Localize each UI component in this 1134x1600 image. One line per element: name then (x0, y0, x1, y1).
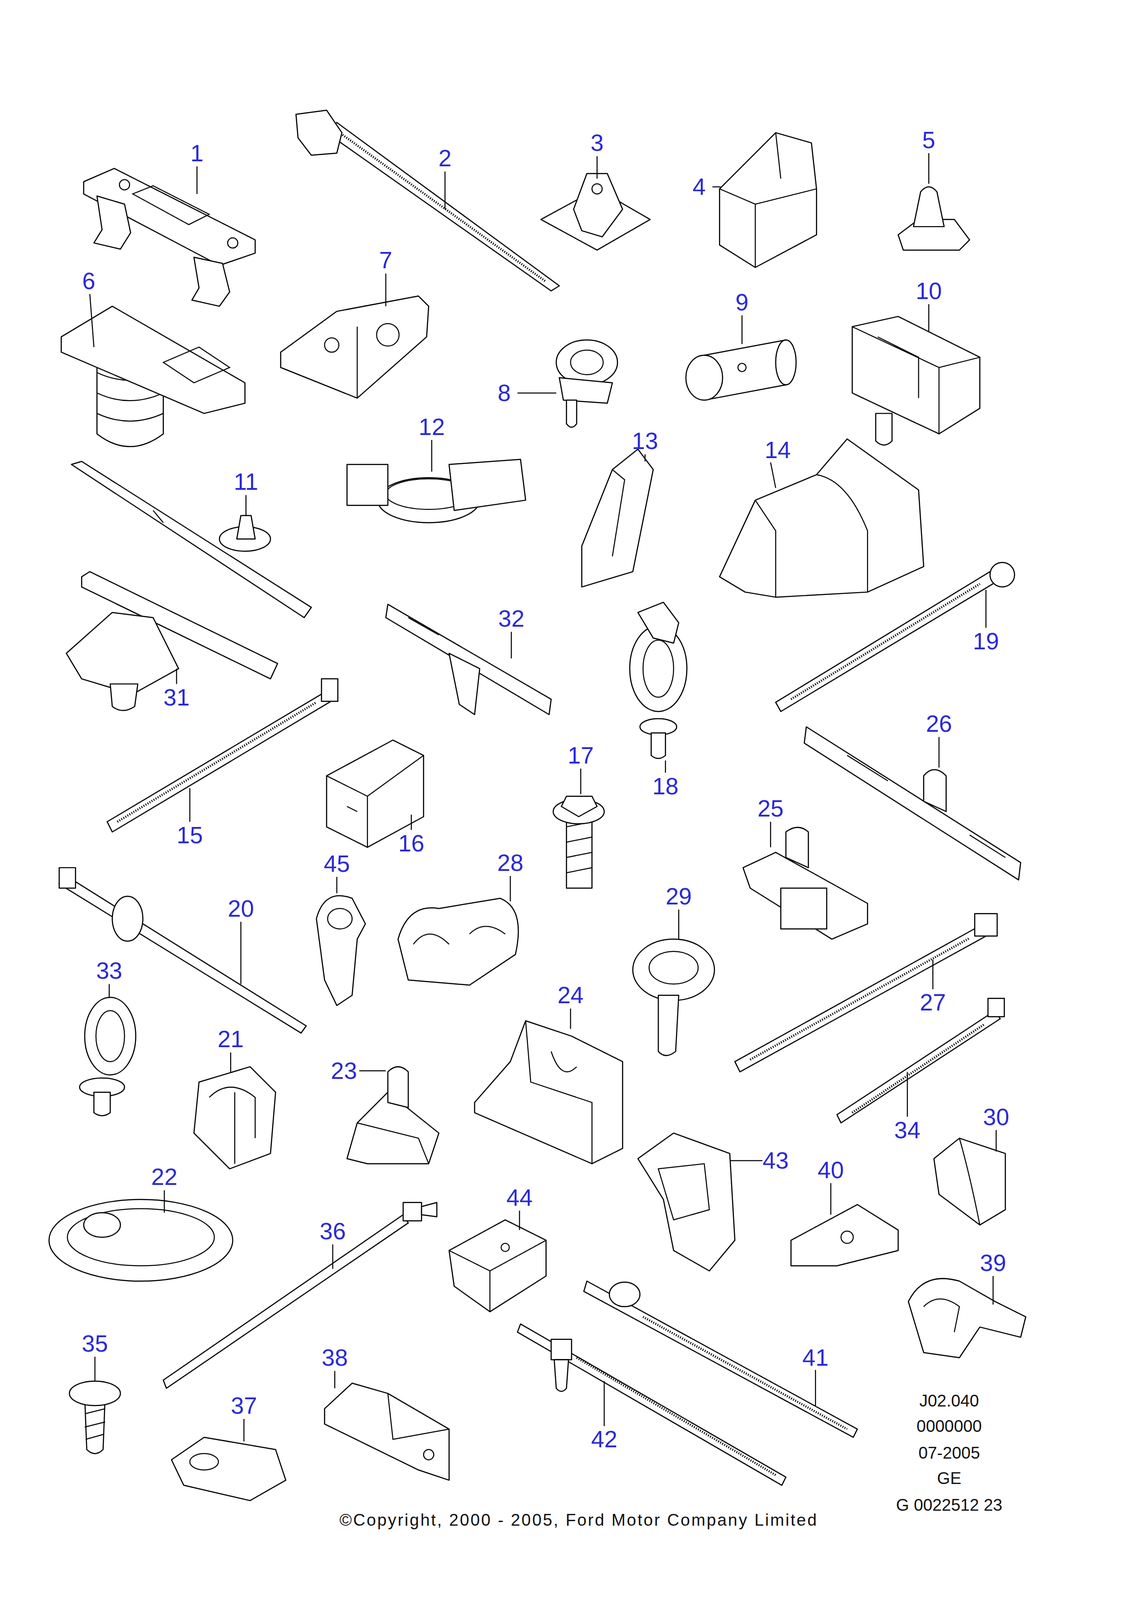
drawing-code: GE (936, 1469, 961, 1487)
callout-number: 2 (438, 146, 452, 170)
callout-number: 20 (227, 896, 255, 921)
callout-number: 8 (497, 381, 511, 405)
callout-number: 15 (176, 823, 203, 847)
callout-number: 36 (319, 1219, 346, 1243)
drawing-code: 07-2005 (918, 1443, 980, 1461)
callout-number: 26 (926, 711, 953, 736)
drawing-code: J02.040 (919, 1391, 980, 1409)
callout-number: 6 (82, 269, 96, 293)
callout-number: 40 (817, 1158, 845, 1182)
callout-number: 33 (96, 958, 123, 983)
callout-number: 17 (567, 743, 594, 768)
callout-number: 24 (557, 983, 584, 1007)
callout-number: 1 (190, 141, 204, 165)
callout-number: 3 (590, 130, 604, 155)
callout-number: 10 (915, 279, 942, 303)
callout-number: 19 (972, 629, 999, 653)
callout-number: 29 (665, 884, 692, 908)
callout-number: 30 (983, 1105, 1010, 1129)
drawing-code: 0000000 (916, 1417, 982, 1435)
callout-number: 23 (330, 1058, 358, 1083)
callout-number: 18 (652, 774, 679, 798)
callout-number: 21 (217, 1027, 244, 1051)
callout-number: 16 (398, 831, 425, 855)
callout-number: 9 (735, 290, 749, 314)
callout-number: 45 (323, 851, 351, 876)
callout-number: 39 (979, 1250, 1007, 1275)
callout-number: 4 (692, 174, 706, 199)
callout-number: 35 (82, 1331, 109, 1356)
callout-number: 44 (506, 1185, 533, 1210)
copyright-notice: ©Copyright, 2000 - 2005, Ford Motor Comp… (339, 1511, 818, 1529)
callout-number: 7 (379, 248, 393, 272)
callout-number: 31 (163, 685, 190, 710)
callout-number: 12 (418, 414, 445, 439)
callout-number: 22 (151, 1164, 178, 1189)
callout-number: 41 (802, 1345, 829, 1370)
callout-number: 38 (321, 1345, 348, 1370)
callout-number: 5 (922, 128, 936, 152)
drawing-code: G 0022512 23 (896, 1495, 1003, 1513)
callout-number: 14 (764, 438, 792, 462)
callout-number: 37 (230, 1393, 257, 1418)
callout-number: 32 (498, 606, 525, 631)
callout-number: 43 (762, 1148, 789, 1173)
callout-number: 34 (894, 1118, 921, 1142)
callout-number: 27 (919, 990, 946, 1014)
callout-number: 11 (233, 469, 259, 494)
callout-number: 13 (632, 429, 659, 453)
callout-number: 28 (497, 850, 524, 875)
callout-number: 42 (591, 1427, 618, 1451)
callout-number: 25 (757, 796, 784, 821)
